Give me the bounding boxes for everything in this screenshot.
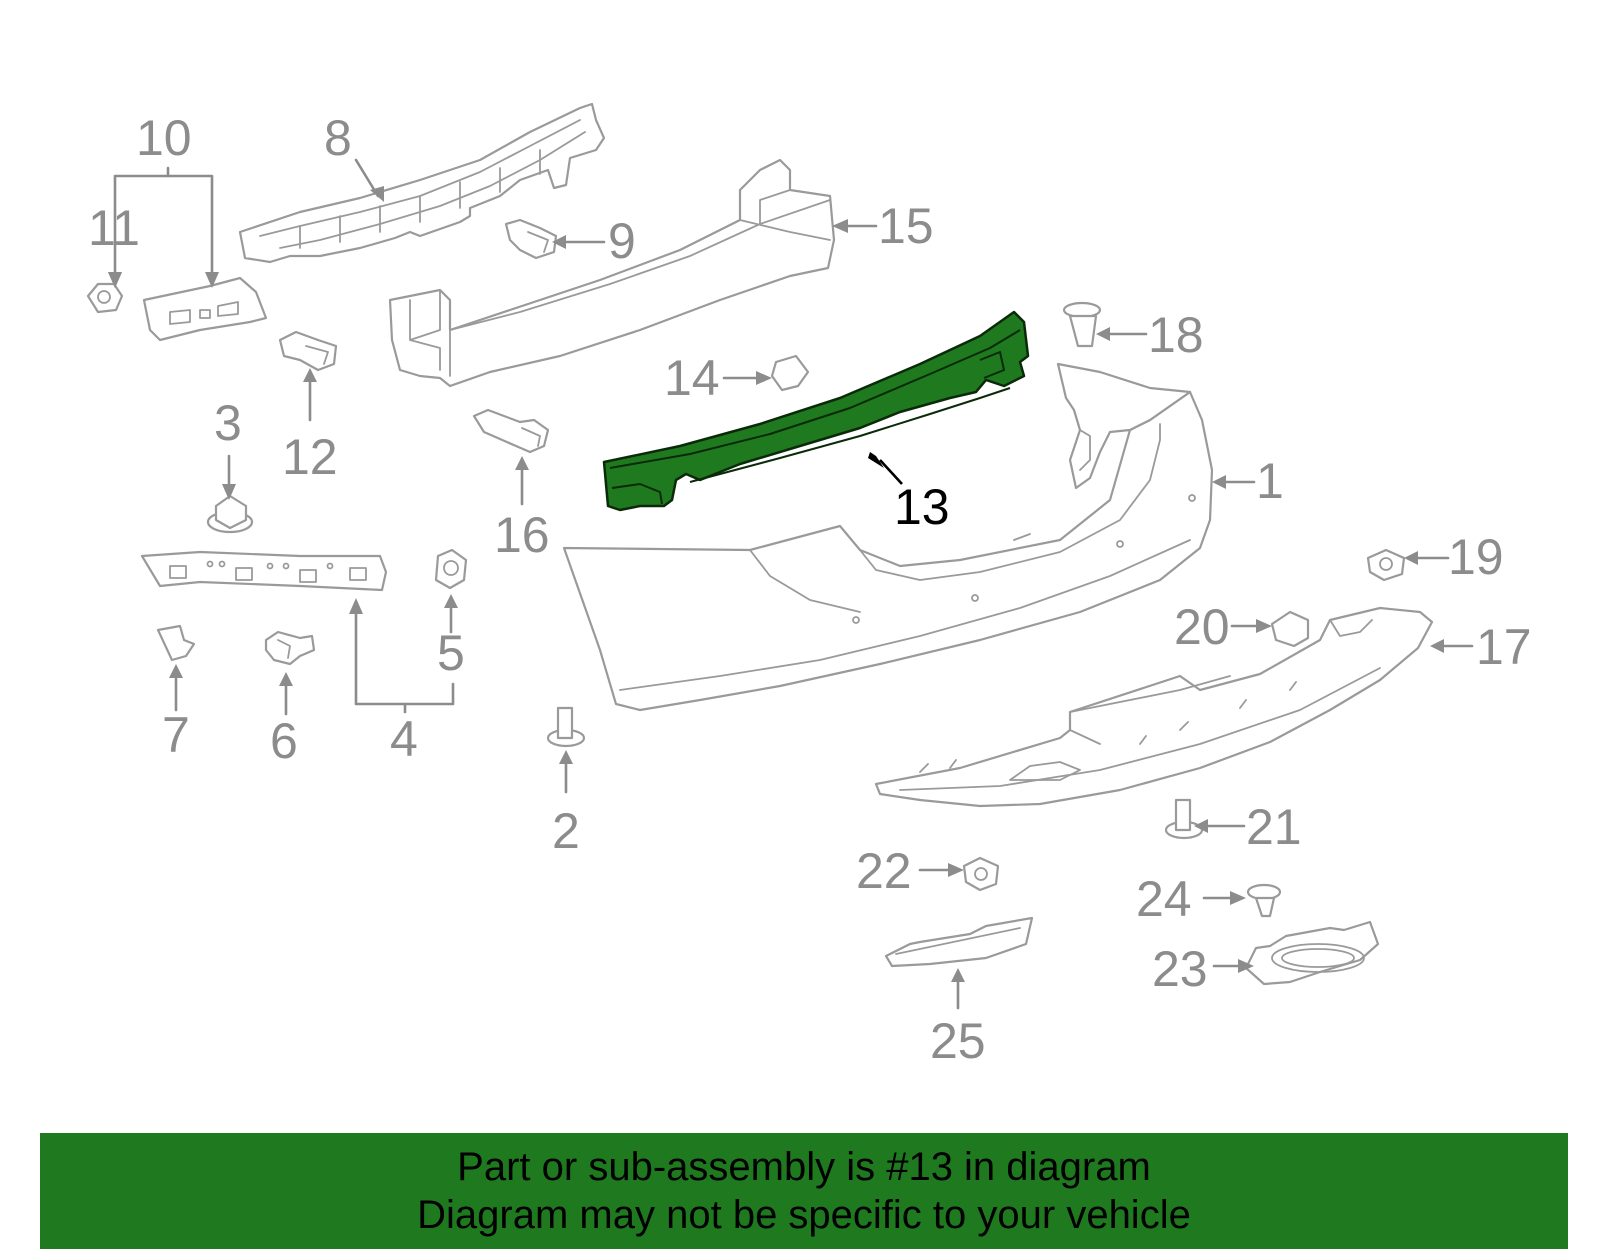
part-24-screw[interactable] [1246,883,1282,918]
callout-6[interactable]: 6 [270,713,298,769]
callout-5[interactable]: 5 [437,625,465,681]
leader-lines [108,158,1474,1010]
callout-9[interactable]: 9 [608,213,636,269]
callout-24[interactable]: 24 [1136,871,1192,927]
callout-21[interactable]: 21 [1246,799,1302,855]
callout-22[interactable]: 22 [856,843,912,899]
callout-20[interactable]: 20 [1174,599,1230,655]
leader-13 [868,452,903,485]
callout-3[interactable]: 3 [214,395,242,451]
part-16-bolt[interactable] [472,408,550,454]
part-13-impact-bar[interactable] [602,310,1030,512]
part-4-retainer[interactable] [140,550,388,592]
part-6-bolt[interactable] [264,630,316,666]
callout-4[interactable]: 4 [390,711,418,767]
part-15-reinforcement[interactable] [388,158,836,388]
part-19-nut[interactable] [1366,548,1406,582]
callout-8[interactable]: 8 [324,110,352,166]
callout-17[interactable]: 17 [1476,619,1532,675]
part-3-nut[interactable] [206,494,254,534]
part-10-bracket[interactable] [142,276,268,342]
callout-16[interactable]: 16 [494,507,550,563]
callout-12[interactable]: 12 [282,429,338,485]
part-9-bolt[interactable] [504,218,558,260]
part-23-exhaust-trim[interactable] [1244,920,1380,986]
callout-1[interactable]: 1 [1256,453,1284,509]
part-17-valance[interactable] [874,606,1434,808]
callout-10[interactable]: 10 [136,110,192,166]
part-20-clip[interactable] [1270,610,1310,648]
callout-11[interactable]: 11 [88,200,140,256]
part-25-trim[interactable] [884,916,1034,968]
part-7-clip[interactable] [156,624,196,662]
banner-line-1: Part or sub-assembly is #13 in diagram [457,1145,1151,1189]
part-18-pin[interactable] [1062,301,1102,348]
part-2-pin[interactable] [546,706,586,748]
callout-19[interactable]: 19 [1448,529,1504,585]
callout-25[interactable]: 25 [930,1013,986,1069]
part-12-bolt[interactable] [278,330,338,372]
callout-15[interactable]: 15 [878,198,934,254]
callout-14[interactable]: 14 [664,350,720,406]
info-banner: Part or sub-assembly is #13 in diagram D… [40,1133,1568,1249]
banner-line-2: Diagram may not be specific to your vehi… [417,1193,1191,1237]
part-1-bumper-cover[interactable] [562,362,1214,712]
part-5-nut[interactable] [434,548,468,590]
callout-7[interactable]: 7 [162,707,190,763]
part-21-pin[interactable] [1164,798,1204,840]
callout-13[interactable]: 13 [894,479,950,535]
callout-23[interactable]: 23 [1152,941,1208,997]
callout-labels: 10 11 8 9 15 12 18 14 3 16 13 1 5 7 6 4 … [88,110,1532,1069]
callout-2[interactable]: 2 [552,803,580,859]
callout-18[interactable]: 18 [1148,307,1204,363]
part-22-nut[interactable] [962,856,1000,892]
part-8-absorber[interactable] [238,102,606,264]
part-14-clip[interactable] [770,354,810,392]
part-11-nut[interactable] [86,282,124,314]
